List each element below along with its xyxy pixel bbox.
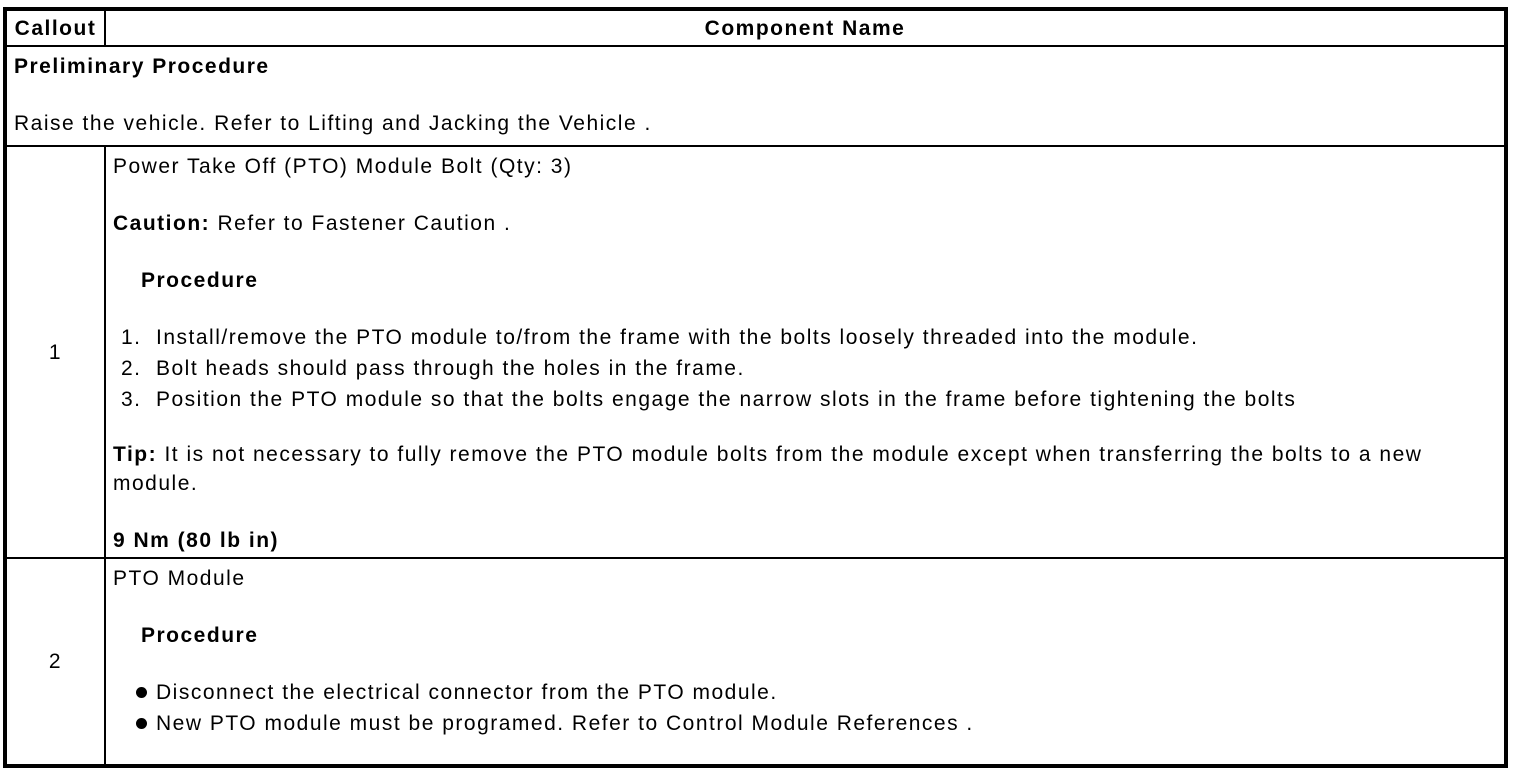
component-name: Power Take Off (PTO) Module Bolt (Qty: 3…	[113, 155, 573, 178]
callout-number-2: 2	[4, 557, 106, 767]
step-text: Position the PTO module so that the bolt…	[156, 388, 1297, 411]
procedure-bullet-item: Disconnect the electrical connector from…	[113, 678, 1496, 707]
tip-label: Tip:	[113, 443, 158, 466]
caution-text: Refer to Fastener Caution .	[217, 212, 512, 235]
step-number: 1.	[121, 326, 142, 349]
procedure-step: 2. Bolt heads should pass through the ho…	[113, 354, 1496, 383]
component-name: PTO Module	[113, 567, 246, 590]
preliminary-procedure-cell: Preliminary Procedure Raise the vehicle.…	[4, 45, 1507, 147]
step-number: 3.	[121, 388, 142, 411]
bullet-text: New PTO module must be programed. Refer …	[156, 712, 974, 735]
component-cell-2: PTO Module Procedure Disconnect the elec…	[104, 557, 1507, 767]
callout-column-header: Callout	[4, 8, 106, 47]
tip-text: It is not necessary to fully remove the …	[113, 443, 1423, 495]
step-number: 2.	[121, 357, 142, 380]
tip-note: Tip: It is not necessary to fully remove…	[113, 440, 1496, 498]
procedure-numbered-list: 1. Install/remove the PTO module to/from…	[113, 323, 1496, 414]
procedure-step: 3. Position the PTO module so that the b…	[113, 385, 1496, 414]
procedure-heading: Procedure	[141, 624, 259, 647]
callout-number-1: 1	[4, 145, 106, 559]
table-row: 2 PTO Module Procedure Disconnect the el…	[4, 557, 1507, 767]
component-name-column-header: Component Name	[104, 8, 1507, 47]
bullet-icon	[113, 678, 156, 698]
bullet-icon	[113, 709, 156, 729]
procedure-bullet-list: Disconnect the electrical connector from…	[113, 678, 1496, 738]
preliminary-procedure-title: Preliminary Procedure	[14, 55, 270, 78]
step-text: Bolt heads should pass through the holes…	[156, 357, 745, 380]
caution-note: Caution: Refer to Fastener Caution .	[113, 209, 1496, 238]
torque-spec: 9 Nm (80 lb in)	[113, 529, 280, 552]
preliminary-procedure-text: Raise the vehicle. Refer to Lifting and …	[14, 112, 652, 135]
procedure-step: 1. Install/remove the PTO module to/from…	[113, 323, 1496, 352]
bullet-text: Disconnect the electrical connector from…	[156, 681, 778, 704]
table-header-row: Callout Component Name	[4, 8, 1507, 47]
component-cell-1: Power Take Off (PTO) Module Bolt (Qty: 3…	[104, 145, 1507, 559]
component-callout-table: Callout Component Name Preliminary Proce…	[3, 7, 1508, 768]
step-text: Install/remove the PTO module to/from th…	[156, 326, 1199, 349]
table-row: 1 Power Take Off (PTO) Module Bolt (Qty:…	[4, 145, 1507, 559]
procedure-heading: Procedure	[141, 269, 259, 292]
caution-label: Caution:	[113, 212, 211, 235]
spec-table: Callout Component Name Preliminary Proce…	[3, 7, 1508, 768]
preliminary-procedure-row: Preliminary Procedure Raise the vehicle.…	[4, 45, 1507, 147]
procedure-bullet-item: New PTO module must be programed. Refer …	[113, 709, 1496, 738]
